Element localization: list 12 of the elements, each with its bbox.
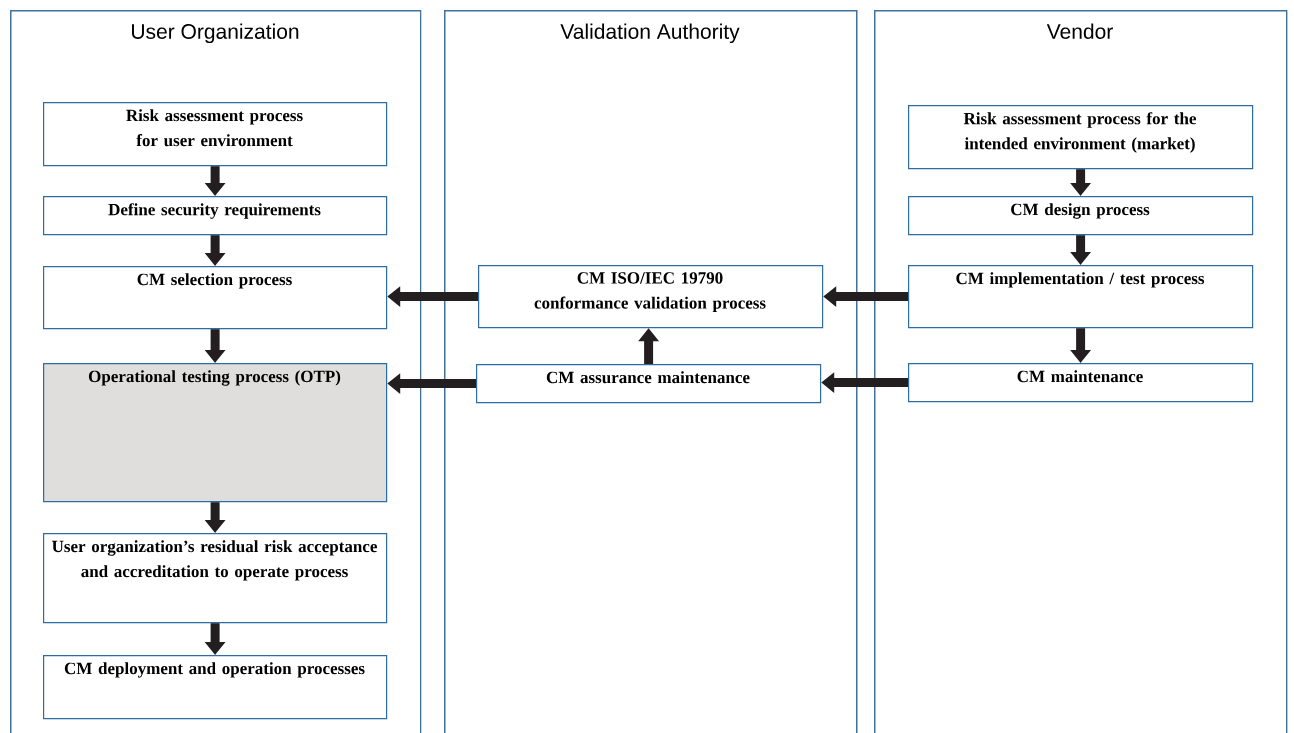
- process-box: CM implementation / test process: [908, 265, 1254, 329]
- process-box: Define security requirements: [43, 196, 388, 236]
- process-box: Risk assessment process for user environment: [43, 102, 388, 167]
- process-box: CM ISO/IEC 19790 conformance validation process: [478, 265, 824, 329]
- process-box: CM maintenance: [908, 363, 1254, 403]
- process-box: Risk assessment process for the intended environment (market): [908, 105, 1254, 170]
- process-box: CM design process: [908, 196, 1254, 236]
- process-box: User organization’s residual risk acceptance and accreditation to operate process: [43, 533, 388, 624]
- process-box: Operational testing process (OTP): [43, 363, 388, 503]
- process-box: CM assurance maintenance: [476, 364, 822, 404]
- process-box: CM deployment and operation processes: [43, 655, 388, 720]
- process-box: CM selection process: [43, 266, 388, 330]
